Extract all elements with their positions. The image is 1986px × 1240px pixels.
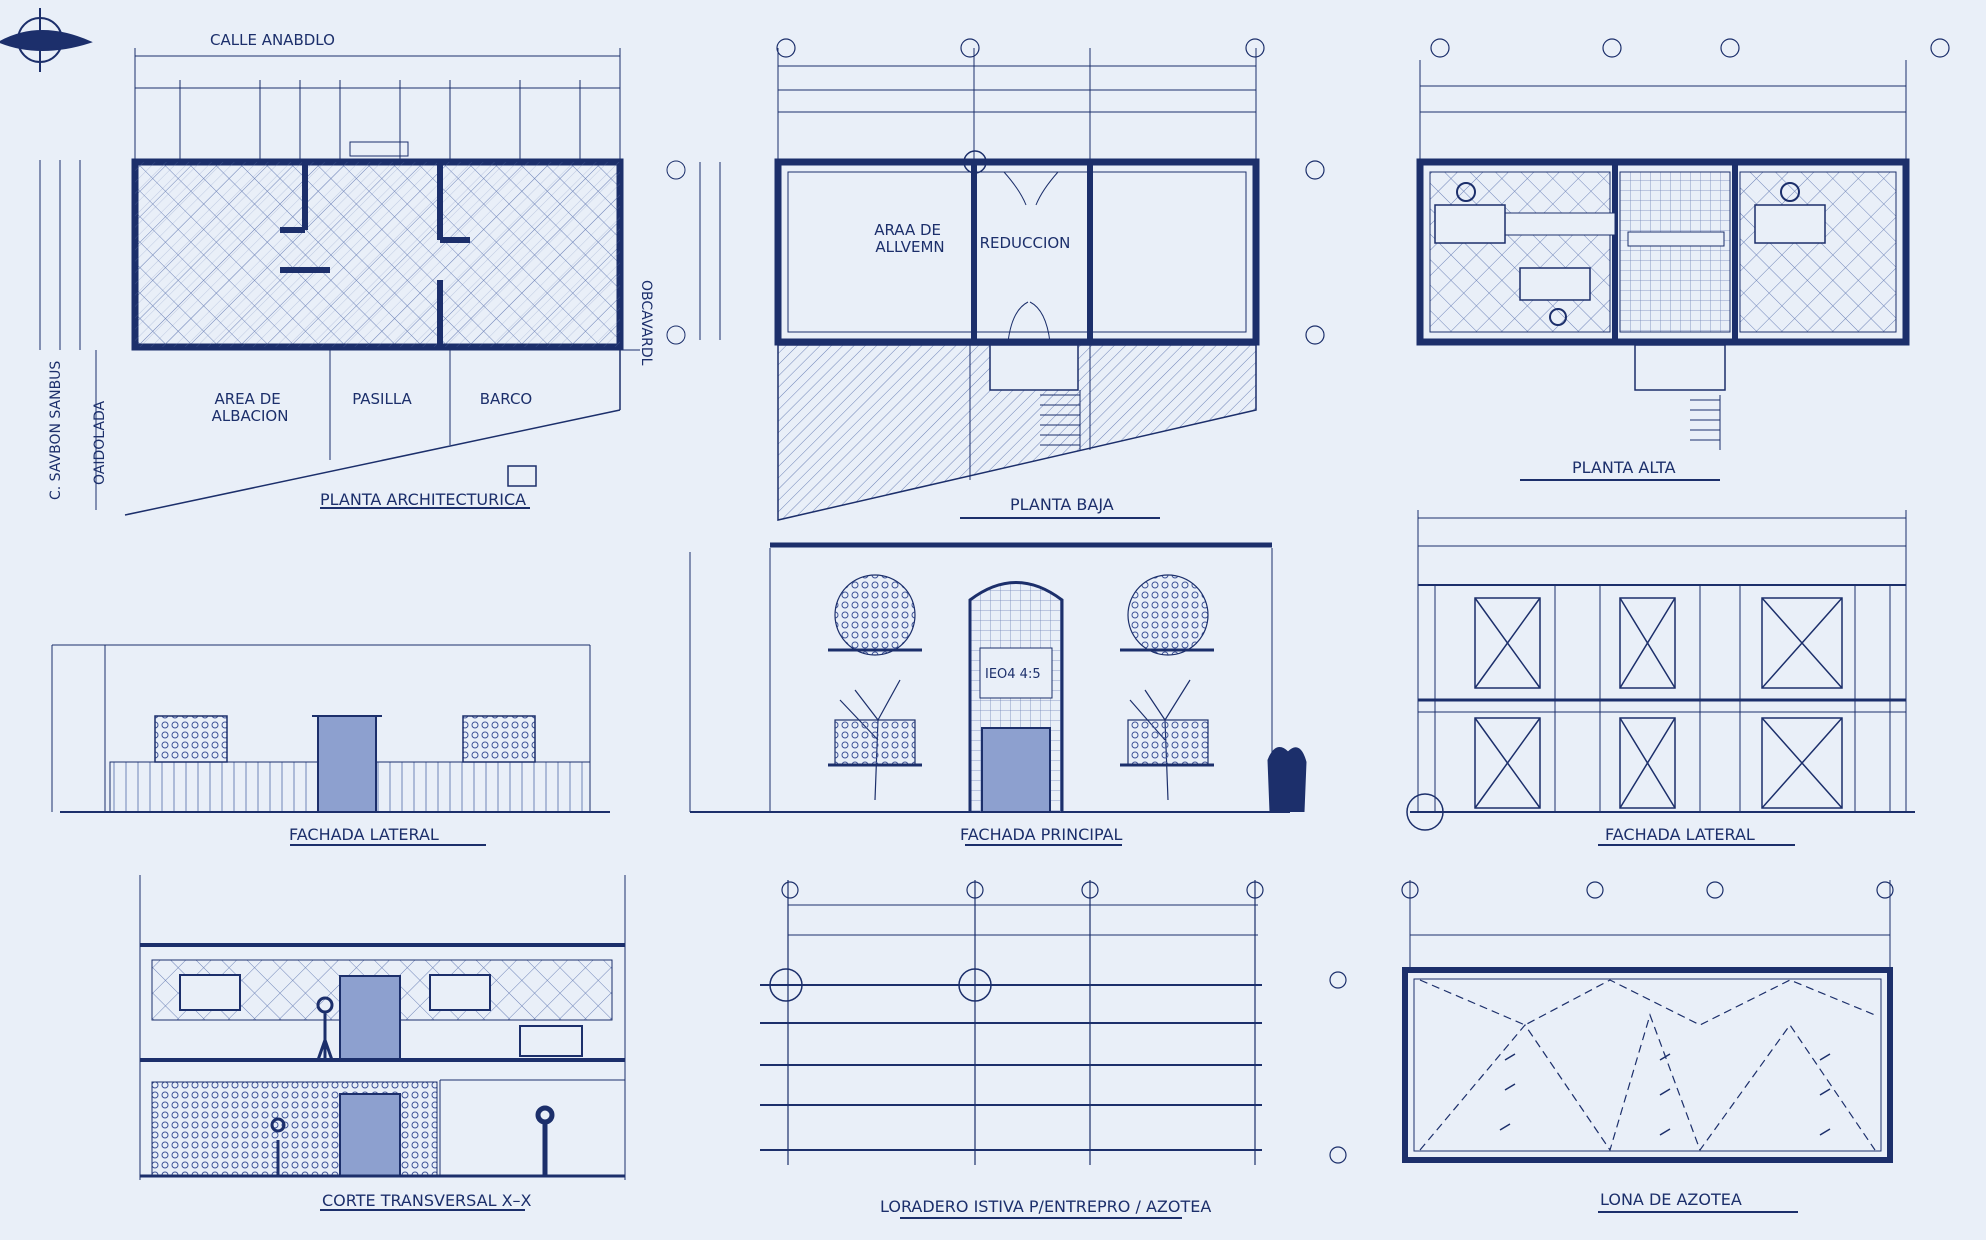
planta-baja [666,48,1260,521]
room-label-area: AREA DE ALBACION [212,390,289,425]
north-arrow-icon [0,8,93,72]
grid-axis-bubble-icon [781,881,1894,1164]
elevation-title-lateral-1: FACHADA LATERAL [289,825,439,844]
planta-alta [1416,60,1910,481]
losa-azotea [1402,880,1893,1213]
room-line: ARAA DE [874,221,941,239]
fachada-principal [689,542,1307,846]
room-line: AREA DE [215,390,281,408]
street-label-left-2: OAIDOLADA [92,400,108,485]
fachada-lateral-1 [51,644,610,846]
corte-transversal [139,875,626,1211]
street-label-right: OBCAVARDL [638,280,654,366]
room-line: ALBACION [212,407,289,425]
facade-sign: IEO4 4:5 [985,667,1041,682]
room-label-barco: BARCO [480,390,533,408]
room-line: ALLVEMN [875,238,944,256]
plan-title-baja: PLANTA BAJA [1010,495,1114,514]
losa-entrepiso [760,880,1262,1219]
room-label-almacen: ARAA DE ALLVEMN [874,221,946,256]
street-label-top: CALLE ANABDLO [210,31,335,49]
plan-title-alta: PLANTA ALTA [1572,458,1676,477]
elevation-title-lateral-2: FACHADA LATERAL [1605,825,1755,844]
room-label-reduccion: REDUCCION [980,234,1071,252]
grid-axis-bubble-icon [776,38,1950,345]
fachada-lateral-2 [1406,510,1915,846]
elevation-title-principal: FACHADA PRINCIPAL [960,825,1123,844]
room-label-pasilla: PASILLA [352,390,412,408]
roof-title: LONA DE AZOTEA [1600,1190,1742,1209]
street-label-left-1: C. SAVBON SANBUS [48,361,64,500]
section-title: CORTE TRANSVERSAL X–X [322,1191,532,1210]
plan-title-arq: PLANTA ARCHITECTURICA [320,490,526,509]
planta-arquitectonica [39,48,640,516]
slab-title: LORADERO ISTIVA P/ENTREPRO / AZOTEA [880,1197,1211,1216]
